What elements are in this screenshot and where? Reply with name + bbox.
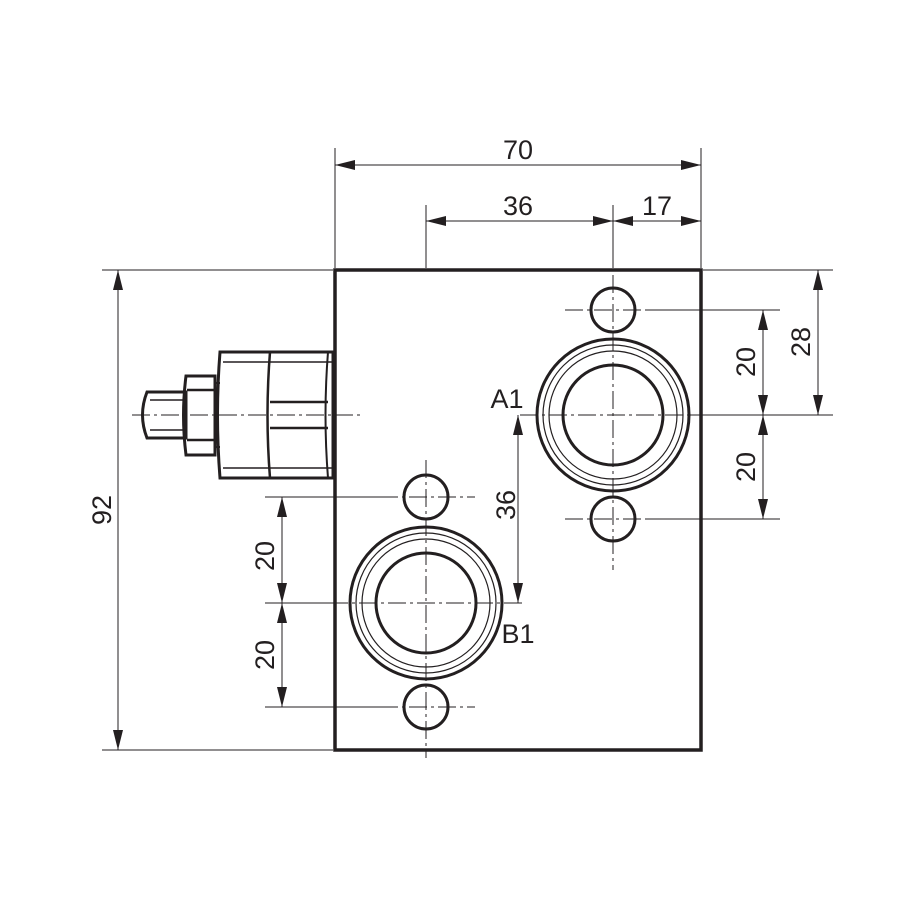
center-lines xyxy=(132,275,705,758)
cartridge-valve xyxy=(141,350,335,480)
port-label-a1: A1 xyxy=(490,384,523,414)
dim-text-a1-lower: 20 xyxy=(731,452,761,482)
dim-text-36-vertical: 36 xyxy=(491,490,521,520)
dim-text-92: 92 xyxy=(87,495,117,525)
dim-text-a1-upper: 20 xyxy=(731,347,761,377)
port-a1 xyxy=(535,337,691,493)
bolt-hole-a1-upper xyxy=(589,286,637,334)
dim-text-b1-lower: 20 xyxy=(250,640,280,670)
bolt-hole-a1-lower xyxy=(589,495,637,543)
bolt-hole-b1-upper xyxy=(402,473,450,521)
dim-text-70: 70 xyxy=(503,135,533,165)
dimension-lines xyxy=(113,160,823,750)
dim-text-17: 17 xyxy=(642,191,672,221)
port-b1 xyxy=(348,525,504,681)
bolt-hole-b1-lower xyxy=(402,683,450,731)
dim-text-b1-upper: 20 xyxy=(250,541,280,571)
dim-text-28: 28 xyxy=(786,327,816,357)
valve-block-body xyxy=(333,268,703,752)
dim-text-36-horizontal: 36 xyxy=(503,191,533,221)
port-label-b1: B1 xyxy=(501,619,534,649)
bolt-holes xyxy=(402,286,637,731)
